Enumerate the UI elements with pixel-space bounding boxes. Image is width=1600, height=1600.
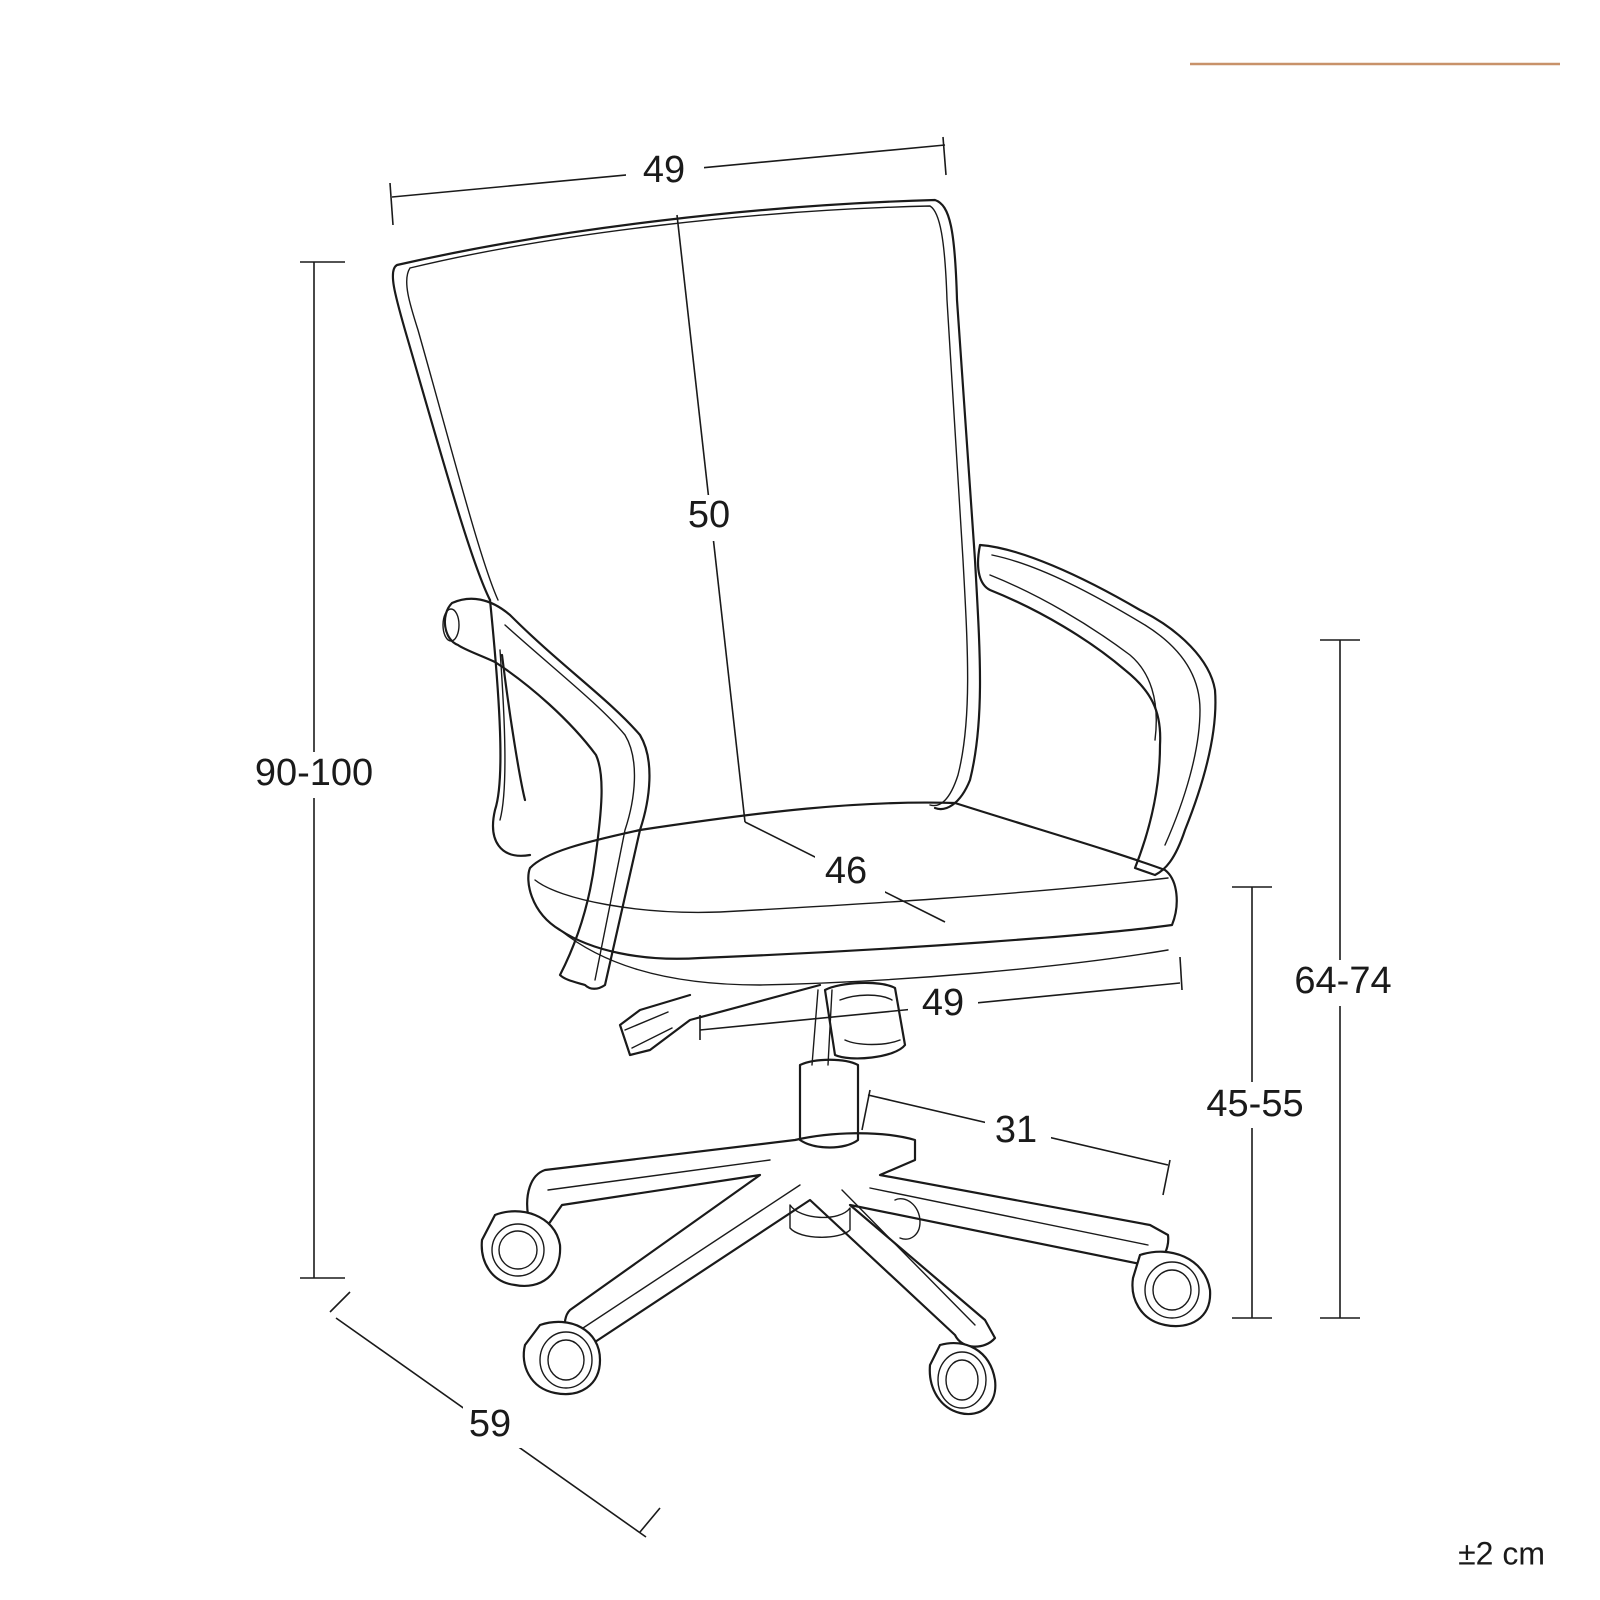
left-armrest bbox=[443, 597, 651, 990]
star-base-hub bbox=[789, 1204, 851, 1238]
tilt-lever-handle bbox=[624, 1011, 673, 1049]
backrest-lower bbox=[488, 598, 532, 857]
dimension-labels: 49 50 90-100 46 49 64-74 45-55 31 59 bbox=[245, 148, 1395, 1448]
seat-cushion bbox=[527, 801, 1178, 960]
caster-front-right bbox=[928, 1341, 997, 1416]
caster-right bbox=[1131, 1250, 1212, 1328]
star-base-edges bbox=[547, 1159, 1149, 1331]
label-seat-width: 49 bbox=[922, 982, 964, 1024]
backrest-lower-inner bbox=[499, 649, 506, 821]
caster-front-left bbox=[480, 1210, 562, 1288]
mechanism-knob-lines bbox=[839, 994, 901, 1046]
mechanism-knob bbox=[823, 981, 907, 1060]
right-armrest-inner2 bbox=[989, 574, 1157, 741]
left-armrest-cap bbox=[442, 608, 460, 642]
seat-cushion-edge bbox=[534, 877, 1169, 914]
label-base-radius: 31 bbox=[995, 1109, 1037, 1151]
caster-front-middle bbox=[522, 1320, 602, 1396]
right-armrest bbox=[976, 543, 1217, 877]
tilt-lever bbox=[618, 983, 822, 1057]
right-armrest-inner bbox=[991, 554, 1201, 846]
label-backrest-width: 49 bbox=[643, 149, 685, 191]
label-seat-height: 45-55 bbox=[1206, 1083, 1303, 1125]
backrest-panel bbox=[406, 205, 969, 807]
caster-back bbox=[894, 1198, 921, 1240]
dimension-lines bbox=[300, 136, 1360, 1538]
backrest-lower-left bbox=[500, 653, 527, 802]
label-seat-depth: 46 bbox=[825, 850, 867, 892]
label-armrest-height: 64-74 bbox=[1294, 960, 1391, 1002]
seat-underside bbox=[559, 929, 1169, 986]
backrest-frame bbox=[391, 198, 982, 811]
tolerance-note: ±2 cm bbox=[1458, 1535, 1545, 1571]
chair-drawing bbox=[391, 198, 1217, 1416]
mechanism-post bbox=[811, 989, 833, 1066]
label-total-depth: 59 bbox=[469, 1403, 511, 1445]
label-total-height: 90-100 bbox=[255, 752, 373, 794]
left-armrest-inner bbox=[504, 624, 636, 981]
label-backrest-height: 50 bbox=[688, 494, 730, 536]
gas-cylinder bbox=[798, 1058, 860, 1149]
star-base bbox=[526, 1132, 1170, 1354]
